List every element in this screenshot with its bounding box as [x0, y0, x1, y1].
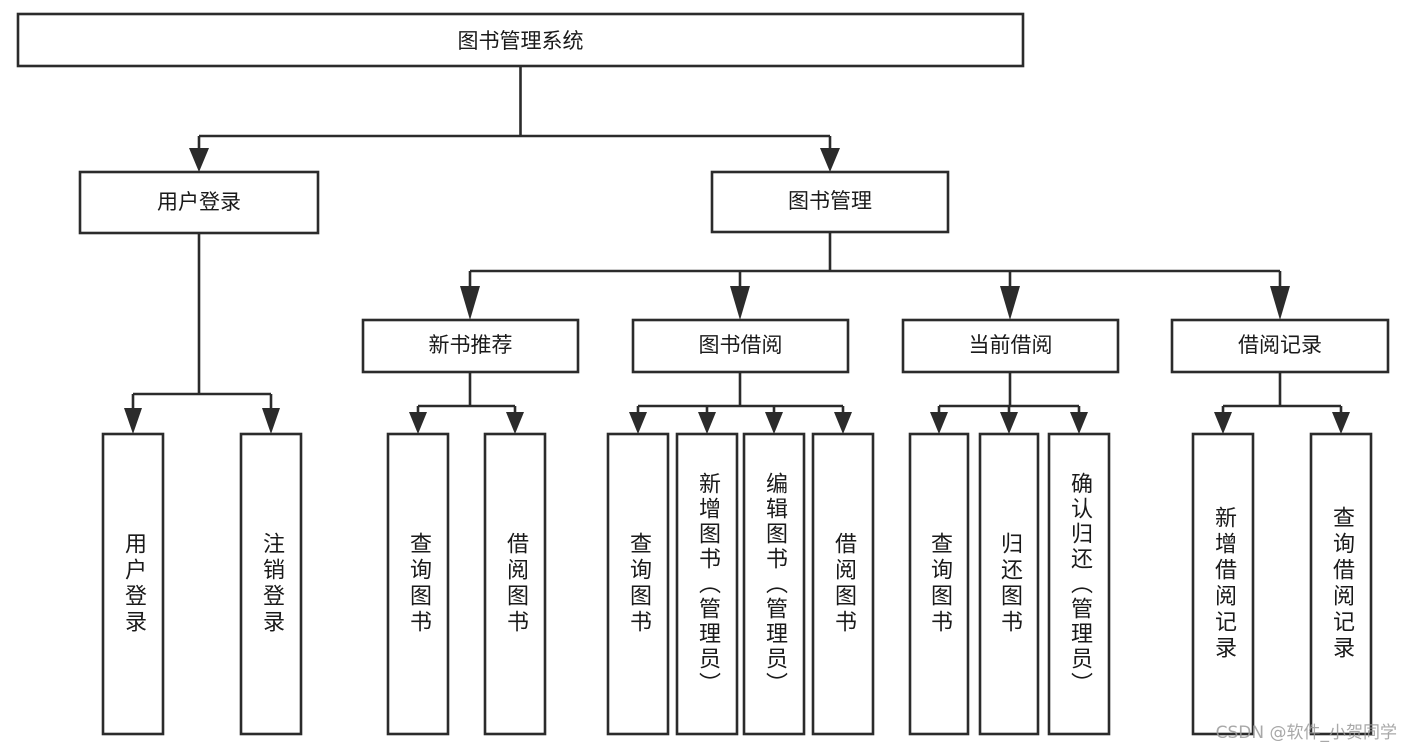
node-book-manage[interactable]: 图书管理	[710, 170, 950, 234]
arrow-to-leaf-borrow-book-2	[834, 412, 852, 434]
node-book-borrow-label: 图书借阅	[699, 333, 783, 357]
arrow-to-leaf-logout-login	[262, 408, 280, 434]
node-leaf-borrow-book-1-box[interactable]	[483, 432, 547, 736]
node-borrow-record-label: 借阅记录	[1238, 333, 1322, 357]
node-leaf-edit-book-admin-box[interactable]	[742, 432, 806, 736]
node-book-borrow[interactable]: 图书借阅	[631, 318, 850, 374]
arrow-to-leaf-return-book	[1000, 412, 1018, 434]
node-root-label: 图书管理系统	[458, 29, 584, 53]
node-book-borrow-box[interactable]	[631, 318, 850, 374]
arrow-to-leaf-query-borrow-record	[1332, 412, 1350, 434]
node-leaf-add-borrow-record-box[interactable]	[1191, 432, 1255, 736]
node-leaf-confirm-return-admin-box[interactable]	[1047, 432, 1111, 736]
node-root[interactable]: 图书管理系统	[16, 12, 1025, 68]
node-new-book-recommend-box[interactable]	[361, 318, 580, 374]
arrow-to-current-borrow	[1000, 286, 1020, 320]
node-user-login-label: 用户登录	[157, 190, 241, 214]
arrow-to-borrow-record	[1270, 286, 1290, 320]
node-current-borrow[interactable]: 当前借阅	[901, 318, 1120, 374]
arrow-to-leaf-query-book-1	[409, 412, 427, 434]
node-root-box[interactable]	[16, 12, 1025, 68]
arrow-to-new-book-recommend	[460, 286, 480, 320]
watermark-text: CSDN @软件_小贺同学	[1215, 723, 1397, 743]
node-borrow-record-box[interactable]	[1170, 318, 1390, 374]
arrow-to-leaf-edit-book-admin	[765, 412, 783, 434]
arrow-to-book-manage	[820, 148, 840, 172]
arrow-to-user-login	[189, 148, 209, 172]
arrow-to-leaf-borrow-book-1	[506, 412, 524, 434]
node-leaf-user-login-box[interactable]	[101, 432, 165, 736]
nodes-layer: 图书管理系统 用户登录 图书管理 新书推荐 图书借阅	[16, 12, 1390, 736]
node-leaf-borrow-book-2-box[interactable]	[811, 432, 875, 736]
arrow-to-leaf-confirm-return-admin	[1070, 412, 1088, 434]
node-leaf-query-book-3-box[interactable]	[908, 432, 970, 736]
node-leaf-return-book-box[interactable]	[978, 432, 1040, 736]
node-current-borrow-label: 当前借阅	[969, 333, 1053, 357]
arrow-to-leaf-query-book-2	[629, 412, 647, 434]
arrow-to-book-borrow	[730, 286, 750, 320]
node-book-manage-box[interactable]	[710, 170, 950, 234]
node-leaf-add-book-admin-box[interactable]	[675, 432, 739, 736]
node-new-book-recommend-label: 新书推荐	[429, 333, 513, 357]
arrow-to-leaf-user-login	[124, 408, 142, 434]
node-leaf-query-borrow-record-box[interactable]	[1309, 432, 1373, 736]
arrow-to-leaf-add-book-admin	[698, 412, 716, 434]
node-user-login[interactable]: 用户登录	[78, 170, 320, 235]
node-leaf-logout-login-box[interactable]	[239, 432, 303, 736]
connectors-layer	[124, 66, 1350, 434]
node-leaf-query-book-1-box[interactable]	[386, 432, 450, 736]
node-book-manage-label: 图书管理	[788, 189, 872, 213]
node-user-login-box[interactable]	[78, 170, 320, 235]
node-new-book-recommend[interactable]: 新书推荐	[361, 318, 580, 374]
node-borrow-record[interactable]: 借阅记录	[1170, 318, 1390, 374]
node-current-borrow-box[interactable]	[901, 318, 1120, 374]
arrow-to-leaf-add-borrow-record	[1214, 412, 1232, 434]
arrow-to-leaf-query-book-3	[930, 412, 948, 434]
node-leaf-query-book-2-box[interactable]	[606, 432, 670, 736]
